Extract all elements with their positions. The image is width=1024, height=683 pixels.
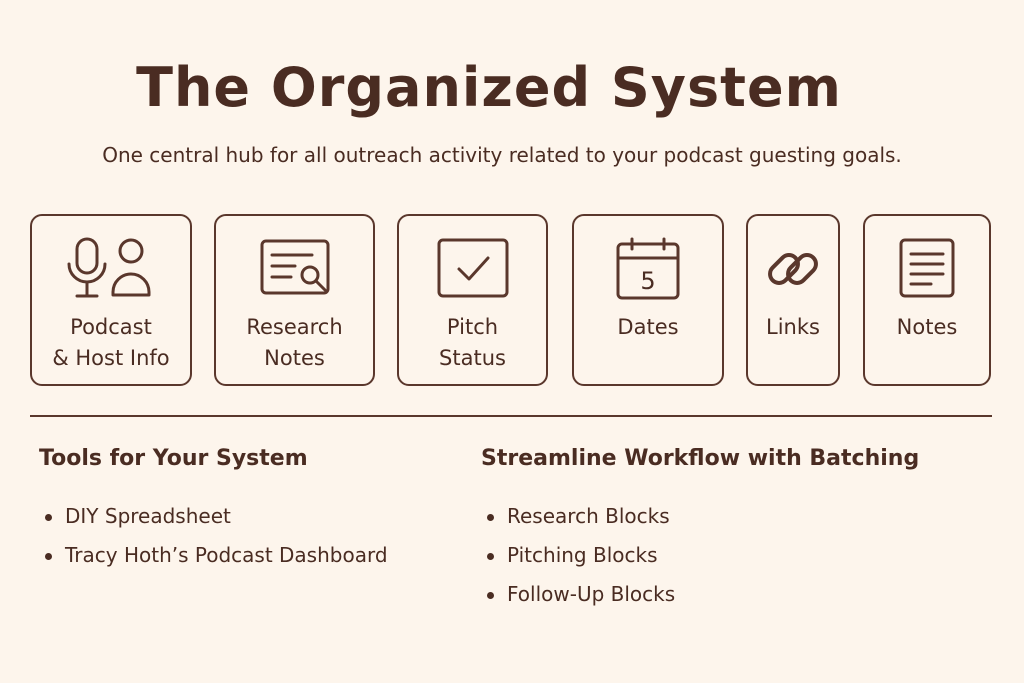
bullet-icon — [487, 553, 494, 560]
card-label: Podcast & Host Info — [52, 315, 170, 370]
card-pitch-status: Pitch Status — [397, 214, 548, 386]
tools-heading: Tools for Your System — [39, 446, 308, 471]
list-item: DIY Spreadsheet — [39, 497, 388, 536]
card-links: Links — [746, 214, 840, 386]
card-dates: 5 Dates — [572, 214, 724, 386]
page-subtitle: One central hub for all outreach activit… — [102, 143, 902, 167]
research-magnifier-icon — [216, 236, 373, 302]
page-title: The Organized System — [136, 56, 842, 119]
list-item: Pitching Blocks — [481, 536, 919, 575]
card-notes: Notes — [863, 214, 991, 386]
list-item: Tracy Hoth’s Podcast Dashboard — [39, 536, 388, 575]
tools-list: DIY Spreadsheet Tracy Hoth’s Podcast Das… — [39, 497, 388, 575]
notes-icon — [865, 236, 989, 302]
bullet-icon — [487, 514, 494, 521]
microphone-person-icon — [32, 236, 190, 302]
bullet-icon — [487, 592, 494, 599]
card-label: Dates — [617, 315, 679, 339]
list-item: Follow-Up Blocks — [481, 575, 919, 614]
section-divider — [30, 415, 992, 417]
calendar-icon: 5 — [574, 236, 722, 302]
card-podcast-host-info: Podcast & Host Info — [30, 214, 192, 386]
link-icon — [748, 236, 838, 302]
workflow-list: Research Blocks Pitching Blocks Follow-U… — [481, 497, 919, 614]
list-item: Research Blocks — [481, 497, 919, 536]
tools-section: Tools for Your System DIY Spreadsheet Tr… — [39, 446, 388, 575]
card-label: Research Notes — [246, 315, 343, 370]
card-label: Notes — [896, 315, 958, 339]
bullet-icon — [45, 514, 52, 521]
workflow-heading: Streamline Workflow with Batching — [481, 446, 920, 471]
checkbox-icon — [399, 236, 546, 302]
card-research-notes: Research Notes — [214, 214, 375, 386]
bullet-icon — [45, 553, 52, 560]
calendar-day-number: 5 — [640, 267, 655, 295]
workflow-section: Streamline Workflow with Batching Resear… — [481, 446, 919, 614]
card-label: Links — [766, 315, 820, 339]
card-label: Pitch Status — [439, 315, 506, 370]
